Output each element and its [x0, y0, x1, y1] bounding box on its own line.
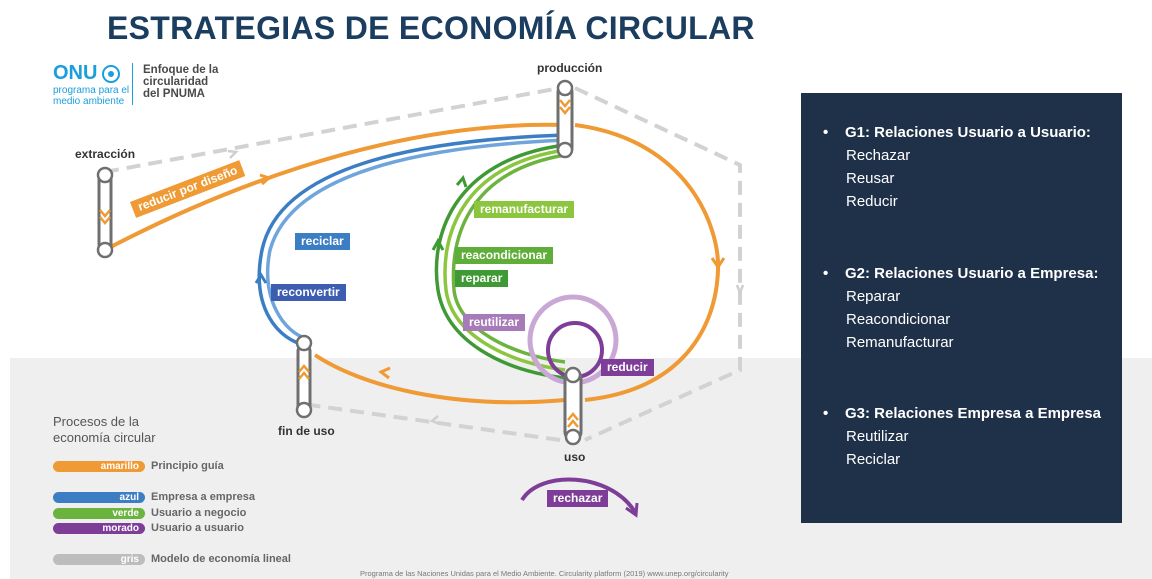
group-item: Reciclar	[846, 451, 901, 468]
group-item: Reducir	[846, 193, 898, 210]
group-item: Reutilizar	[846, 428, 909, 445]
strategy-reuse: reutilizar	[463, 314, 526, 331]
end-of-use-label: fin de uso	[278, 424, 335, 438]
page-title: ESTRATEGIAS DE ECONOMÍA CIRCULAR	[107, 10, 755, 46]
logo-subtitle: programa para el medio ambiente	[53, 85, 130, 107]
legend-label: Principio guía	[151, 460, 224, 472]
legend-item-purple: morado Usuario a usuario	[53, 522, 244, 534]
linear-economy-paths	[104, 86, 742, 442]
group-item: Reusar	[846, 170, 895, 187]
legend-swatch: azul	[53, 491, 145, 503]
onu-wordmark: ONU	[53, 62, 98, 84]
strategy-reject: rechazar	[547, 490, 609, 507]
strategy-remanufacture: remanufacturar	[474, 201, 575, 218]
use-label: uso	[564, 450, 586, 464]
legend-swatch: amarillo	[53, 460, 145, 472]
source-citation: Programa de las Naciones Unidas para el …	[360, 569, 729, 578]
legend-label: Modelo de economía lineal	[151, 553, 291, 565]
groups-panel: • G1: Relaciones Usuario a Usuario: Recha…	[801, 93, 1122, 523]
green-user-business-loop	[434, 143, 566, 380]
legend-swatch: verde	[53, 507, 145, 519]
legend-label: Usuario a usuario	[151, 522, 244, 534]
legend-swatch: morado	[53, 522, 145, 534]
bullet-icon: •	[823, 405, 829, 422]
group-g3: • G3: Relaciones Empresa a Empresa Reutil…	[823, 403, 1104, 471]
legend-swatch: gris	[53, 553, 145, 565]
group-item: Reacondicionar	[846, 311, 951, 328]
group-item: Reparar	[846, 288, 901, 305]
legend-title: Procesos de la economía circular	[53, 414, 156, 445]
blue-business-loop	[257, 133, 566, 347]
extraction-label: extracción	[75, 147, 136, 161]
production-label: producción	[537, 61, 603, 75]
logo-divider	[132, 63, 133, 105]
legend-item-green: verde Usuario a negocio	[53, 507, 246, 519]
group-item: Rechazar	[846, 147, 911, 164]
strategy-reconvert: reconvertir	[271, 284, 346, 301]
group-g2: • G2: Relaciones Usuario a Empresa: Repar…	[823, 263, 1104, 354]
strategy-recycle: reciclar	[295, 233, 350, 250]
legend-item-blue: azul Empresa a empresa	[53, 491, 255, 503]
group-heading: G1: Relaciones Usuario a Usuario:	[845, 124, 1091, 141]
legend-item-gray: gris Modelo de economía lineal	[53, 553, 291, 565]
un-emblem-icon	[102, 64, 121, 83]
group-g1: • G1: Relaciones Usuario a Usuario: Recha…	[823, 122, 1104, 213]
onu-logo: ONU programa para el medio ambiente	[53, 62, 138, 107]
strategy-reduce: reducir	[601, 359, 654, 376]
group-item: Remanufacturar	[846, 334, 954, 351]
strategy-repair: reparar	[455, 270, 509, 287]
orange-principle-loop	[104, 122, 721, 405]
legend-label: Empresa a empresa	[151, 491, 255, 503]
strategy-refurbish: reacondicionar	[455, 247, 554, 264]
legend-label: Usuario a negocio	[151, 507, 247, 519]
bullet-icon: •	[823, 265, 829, 282]
approach-label: Enfoque de la circularidad del PNUMA	[143, 64, 219, 100]
legend-item-yellow: amarillo Principio guía	[53, 460, 224, 472]
group-heading: G3: Relaciones Empresa a Empresa	[845, 405, 1101, 422]
bullet-icon: •	[823, 124, 829, 141]
group-heading: G2: Relaciones Usuario a Empresa:	[845, 265, 1099, 282]
